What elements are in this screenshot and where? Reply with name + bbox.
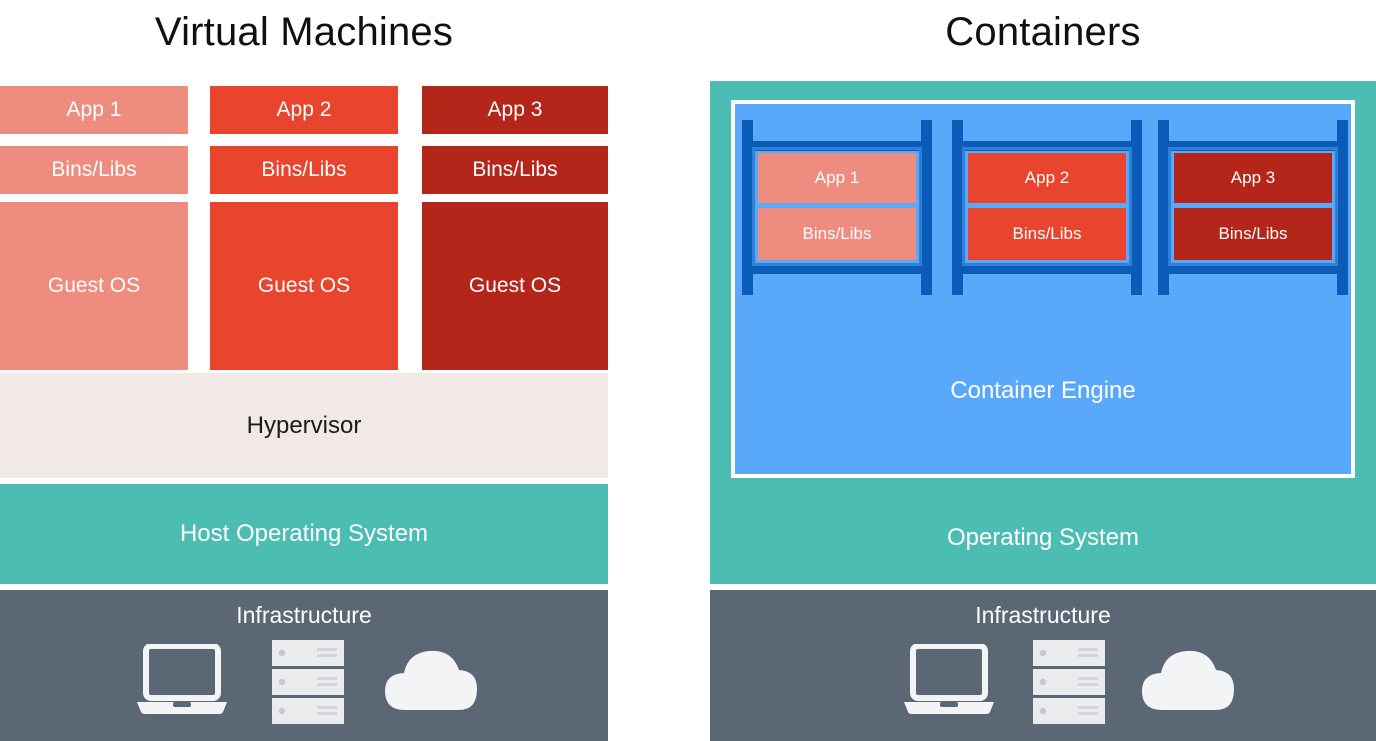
- infrastructure-layer-right: Infrastructure: [710, 590, 1376, 741]
- rack-rail-top-3: [1158, 141, 1348, 151]
- container-rack-1: App 1 Bins/Libs: [742, 120, 932, 295]
- infrastructure-icons-right: [710, 640, 1376, 740]
- infrastructure-icons-left: [0, 640, 608, 740]
- rack-post-right-1: [921, 120, 932, 295]
- container-bins-block-1: Bins/Libs: [758, 208, 916, 260]
- server-rack-icon: [1033, 640, 1105, 724]
- host-operating-system-layer: Host Operating System: [0, 484, 608, 584]
- container-bins-block-2: Bins/Libs: [968, 208, 1126, 260]
- rack-post-left-3: [1158, 120, 1169, 295]
- vm-guest-os-block-2: Guest OS: [210, 202, 398, 370]
- panel-title-virtual-machines: Virtual Machines: [154, 10, 454, 54]
- infrastructure-label-right: Infrastructure: [975, 602, 1111, 628]
- container-bins-block-3: Bins/Libs: [1174, 208, 1332, 260]
- rack-rail-bottom-3: [1158, 264, 1348, 274]
- vm-bins-block-1: Bins/Libs: [0, 146, 188, 194]
- rack-post-left-2: [952, 120, 963, 295]
- server-rack-icon: [272, 640, 344, 724]
- container-app-block-2: App 2: [968, 153, 1126, 203]
- vm-bins-block-3: Bins/Libs: [422, 146, 608, 194]
- rack-post-left-1: [742, 120, 753, 295]
- container-app-block-3: App 3: [1174, 153, 1332, 203]
- rack-rail-top-1: [742, 141, 932, 151]
- operating-system-label: Operating System: [946, 524, 1140, 551]
- vm-guest-os-block-1: Guest OS: [0, 202, 188, 370]
- vm-app-block-3: App 3: [422, 86, 608, 134]
- rack-inner-box-1: [752, 147, 922, 266]
- container-app-block-1: App 1: [758, 153, 916, 203]
- container-rack-2: App 2 Bins/Libs: [952, 120, 1142, 295]
- hypervisor-layer: Hypervisor: [0, 373, 608, 478]
- rack-rail-bottom-1: [742, 264, 932, 274]
- laptop-icon: [133, 643, 231, 716]
- container-engine-label: Container Engine: [950, 377, 1136, 404]
- rack-inner-box-3: [1168, 147, 1338, 266]
- vm-app-block-1: App 1: [0, 86, 188, 134]
- rack-rail-top-2: [952, 141, 1142, 151]
- infrastructure-label-left: Infrastructure: [236, 602, 372, 628]
- rack-post-right-3: [1337, 120, 1348, 295]
- rack-rail-bottom-2: [952, 264, 1142, 274]
- cloud-icon: [1136, 644, 1240, 716]
- vm-guest-os-block-3: Guest OS: [422, 202, 608, 370]
- vm-bins-block-2: Bins/Libs: [210, 146, 398, 194]
- infrastructure-layer-left: Infrastructure: [0, 590, 608, 741]
- container-rack-3: App 3 Bins/Libs: [1158, 120, 1348, 295]
- rack-inner-box-2: [962, 147, 1132, 266]
- panel-title-containers: Containers: [945, 10, 1141, 54]
- rack-post-right-2: [1131, 120, 1142, 295]
- laptop-icon: [900, 643, 998, 716]
- cloud-icon: [379, 644, 483, 716]
- vm-app-block-2: App 2: [210, 86, 398, 134]
